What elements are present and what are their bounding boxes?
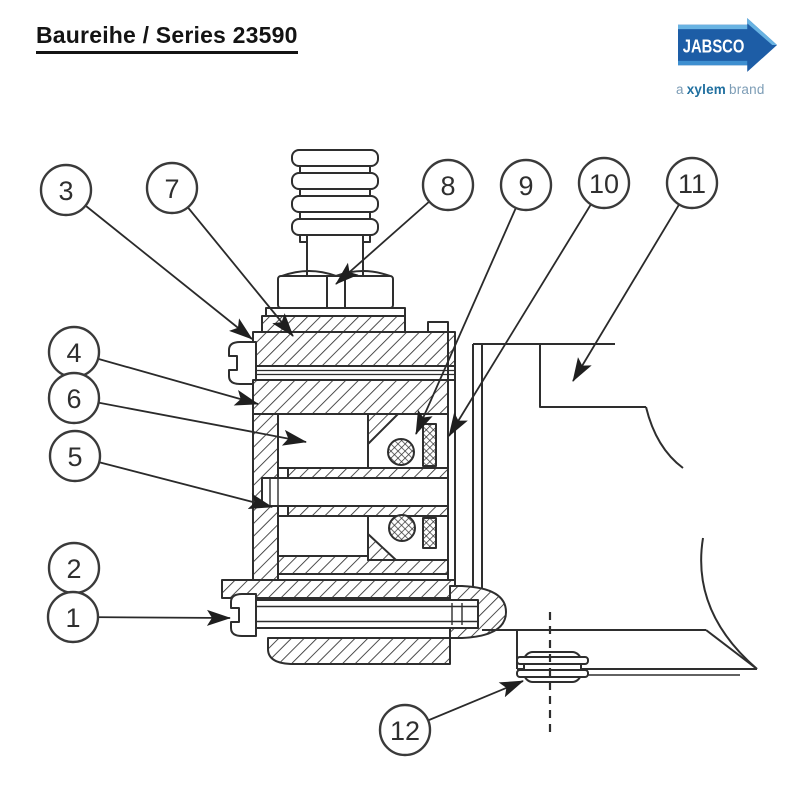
callout-label-3: 3 [58,176,73,206]
callout-balloon-2: 2 [47,541,101,595]
bottom-flange-and-bolt [221,579,507,665]
jabsco-logo-text: JABSCO [683,36,745,57]
tagline-suffix: brand [729,82,765,97]
page-title: Baureihe / Series 23590 [36,22,298,54]
callout-label-8: 8 [440,171,455,201]
leader-line-5 [74,455,273,509]
callout-balloon-8: 8 [421,158,475,212]
callout-label-6: 6 [66,384,81,414]
hex-fitting-nut [265,270,406,319]
callout-label-4: 4 [66,338,81,368]
callout-balloon-10: 10 [577,156,631,210]
jabsco-arrow-logo-icon: JABSCO [678,18,778,72]
callout-label-1: 1 [65,603,80,633]
callout-balloon-6: 6 [47,371,101,425]
callout-balloon-7: 7 [145,161,199,215]
callout-balloon-4: 4 [47,325,101,379]
callout-balloon-5: 5 [48,429,102,483]
callout-balloon-3: 3 [39,163,93,217]
callout-balloon-11: 11 [665,156,719,210]
callout-label-7: 7 [164,174,179,204]
leader-line-7 [171,187,294,337]
callout-label-12: 12 [390,716,420,746]
hose-barb-fitting [291,149,379,277]
leader-line-10 [448,182,605,437]
pump-cross-section-drawing [221,149,758,738]
leader-line-6 [73,397,307,446]
callout-label-9: 9 [518,171,533,201]
callout-label-11: 11 [678,169,706,199]
leader-line-3 [65,189,253,340]
tagline-xylem: xylem [686,82,726,97]
bracket-foot-pad [516,612,589,738]
callout-label-5: 5 [67,442,82,472]
mounting-plate [447,332,615,630]
leader-line-4 [73,351,259,406]
top-cover-screw [228,341,257,385]
end-cover-plate [252,315,456,381]
callout-label-10: 10 [589,169,619,199]
callout-balloons: 3 7 8 9 10 11 [39,156,719,757]
engine-bracket [482,344,758,676]
callout-balloon-12: 12 [378,703,432,757]
callout-label-2: 2 [66,554,81,584]
tagline-prefix: a [676,82,684,97]
callout-balloon-1: 1 [46,590,100,644]
callout-balloon-9: 9 [499,158,553,212]
leader-line-9 [415,184,527,435]
lower-bearing-seal [367,514,449,561]
pump-shaft [261,467,449,517]
leader-line-11 [572,182,693,382]
upper-bearing-seal [367,413,449,469]
